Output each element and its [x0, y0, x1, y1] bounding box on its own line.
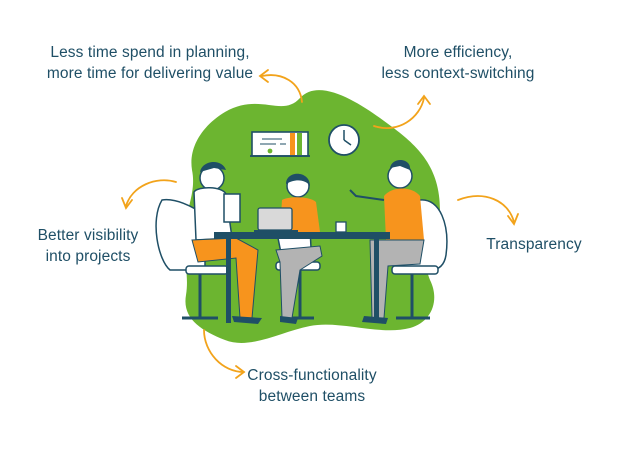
benefit-crossfunc-label: Cross-functionality between teams [232, 365, 392, 407]
benefit-transparency-line1: Transparency [486, 236, 582, 253]
chair-left [155, 198, 229, 320]
arrow-transparency [457, 195, 519, 226]
benefit-visibility-line2: into projects [45, 248, 131, 265]
arrow-crossfunc [203, 329, 246, 379]
benefit-efficiency-line1: More efficiency, [403, 44, 513, 61]
laptop-icon [254, 207, 298, 233]
benefit-efficiency-line2: less context-switching [381, 65, 535, 82]
arrow-planning [258, 69, 303, 103]
table [214, 232, 390, 323]
benefit-efficiency-label: More efficiency, less context-switching [374, 42, 542, 84]
benefit-planning-line1: Less time spend in planning, [50, 44, 250, 61]
arrow-efficiency [373, 94, 431, 129]
benefit-planning-line2: more time for delivering value [46, 65, 254, 82]
benefit-crossfunc-line1: Cross-functionality [247, 367, 377, 384]
person-left [191, 161, 262, 324]
wall-board [250, 131, 310, 157]
benefit-planning-label: Less time spend in planning, more time f… [38, 42, 262, 84]
benefit-crossfunc-line2: between teams [258, 388, 366, 405]
benefit-transparency-label: Transparency [484, 234, 584, 255]
arrow-visibility [121, 179, 177, 210]
benefit-visibility-line1: Better visibility [37, 227, 139, 244]
clock-icon [328, 124, 360, 156]
benefit-visibility-label: Better visibility into projects [30, 225, 146, 267]
person-right [349, 159, 425, 324]
